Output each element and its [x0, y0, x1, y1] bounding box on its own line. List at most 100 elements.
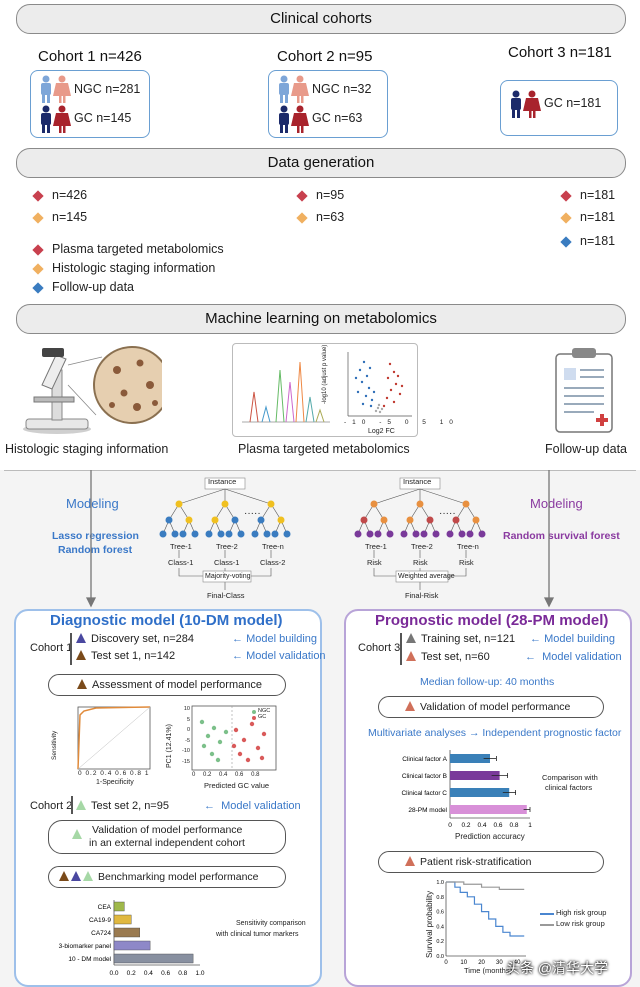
- rsf-tree2: Tree-2: [411, 542, 433, 551]
- training-set-label: Training set, n=121: [421, 633, 516, 645]
- prognostic-panel: [344, 609, 632, 987]
- c2-metab-n: n=95: [316, 188, 345, 202]
- rf-tree2: Tree-2: [216, 542, 238, 551]
- c3-staging-diamond: [560, 212, 572, 224]
- volcano-tick: 0: [404, 419, 415, 426]
- c2-ngc-label: NGC n=32: [312, 82, 372, 96]
- rsf-aggregation: Weighted average: [398, 573, 455, 580]
- acc-caption-1: Comparison with: [542, 773, 598, 782]
- volcano-xticks: -10 -5 0 5 10: [344, 419, 459, 426]
- c3-metabolomics-diamond: [560, 190, 572, 202]
- surv-xtick: 10: [460, 960, 467, 966]
- c1-metabolomics-diamond: [32, 190, 44, 202]
- triangle-icon: [77, 679, 87, 689]
- discovery-set: Discovery set, n=284: [76, 633, 194, 645]
- pca-ytick: -15: [182, 758, 190, 765]
- pca-chart: [191, 705, 277, 771]
- surv-xlabel: Time (months): [464, 966, 513, 975]
- rsf-instance-label: Instance: [403, 477, 432, 486]
- rsf-dots: ·····: [439, 508, 456, 519]
- clipboard-icon: [555, 348, 613, 433]
- model-validation-2: ← Model validation: [204, 800, 301, 812]
- triangle-icon: [59, 871, 69, 881]
- acc-xtick: 0.4: [477, 822, 486, 829]
- rf-label: Random forest: [58, 544, 133, 556]
- acc-xtick: 0.8: [509, 822, 518, 829]
- modeling-left-heading: Modeling: [66, 496, 119, 511]
- bench-bar: [113, 940, 151, 951]
- multivariate-label: Multivariate analyses: [368, 727, 467, 739]
- volcano-xlabel: Log2 FC: [368, 428, 395, 435]
- bench-xtick: 0.6: [161, 970, 170, 977]
- pca-xlabel: Predicted GC value: [204, 781, 270, 790]
- legend-staging-diamond: [32, 263, 44, 275]
- c1-ngc-label: NGC n=281: [74, 82, 141, 96]
- pca-legend-ngc: NGC: [258, 708, 271, 714]
- prog-validation-label: Validation of model performance: [420, 701, 571, 713]
- c3-followup-n: n=181: [580, 234, 616, 248]
- surv-xtick: 20: [478, 960, 485, 966]
- cohort1-bracket: [70, 633, 72, 665]
- pca-xtick: 0: [192, 772, 196, 778]
- roc-xticks: 0 0.2 0.4 0.6 0.8 1: [78, 770, 150, 777]
- external-validation-line1: Validation of model performance: [92, 824, 243, 836]
- machine-learning-banner: Machine learning on metabolomics: [16, 304, 626, 334]
- multivariate-row: Multivariate analyses → Independent prog…: [368, 727, 622, 739]
- surv-ytick: 0.6: [436, 910, 444, 916]
- triangle-icon: [72, 829, 82, 839]
- microscope-icon: [23, 346, 162, 434]
- rf-out2: Class-1: [214, 558, 240, 567]
- acc-bar: [450, 805, 527, 814]
- triangle-icon: [76, 800, 86, 810]
- c2-gc-label: GC n=63: [312, 111, 363, 125]
- plasma-caption: Plasma targeted metabolomics: [238, 442, 410, 456]
- chromatogram-graphic: [242, 361, 330, 423]
- rf-aggregation: Majority-voting: [205, 573, 251, 580]
- acc-category-label: Clinical factor C: [401, 790, 447, 797]
- pca-xticks: 0 0.2 0.4 0.6 0.8: [192, 772, 259, 778]
- bench-xtick: 1.0: [195, 970, 204, 977]
- diagnostic-panel: [14, 609, 322, 987]
- model-validation-3-label: Model validation: [542, 651, 622, 663]
- c2-metabolomics-diamond: [296, 190, 308, 202]
- model-building-3: ← Model building: [530, 633, 615, 645]
- external-validation-line2: in an external independent cohort: [89, 837, 245, 849]
- bench-xtick: 0.8: [178, 970, 187, 977]
- legend-metabolomics: Plasma targeted metabolomics: [52, 242, 224, 256]
- cohort2-bracket: [71, 796, 73, 814]
- model-building-label: Model building: [246, 633, 317, 645]
- benchmark-pill: Benchmarking model performance: [48, 866, 286, 888]
- bench-xtick: 0.4: [144, 970, 153, 977]
- data-generation-banner: Data generation: [16, 148, 626, 178]
- surv-ytick: 0.0: [436, 954, 444, 960]
- c3-followup-diamond: [560, 236, 572, 248]
- rsf-treen: Tree-n: [457, 542, 479, 551]
- model-building-3-label: Model building: [544, 633, 615, 645]
- surv-legend-high: High risk group: [556, 908, 607, 917]
- pca-yticks: 10 5 0 -5 -10 -15: [174, 704, 190, 767]
- acc-xtick: 0.2: [461, 822, 470, 829]
- bench-category-label: 10 - DM model: [68, 956, 111, 963]
- pca-xtick: 0.8: [251, 772, 260, 778]
- surv-ytick: 0.8: [436, 895, 444, 901]
- volcano-tick: -5: [379, 419, 397, 426]
- cohort2-label: Cohort 2: [30, 800, 73, 812]
- surv-legend-low-swatch: [540, 924, 554, 926]
- test-set-3: Test set, n=60: [406, 651, 490, 663]
- triangle-icon: [406, 651, 416, 661]
- training-set: Training set, n=121: [406, 633, 515, 645]
- roc-tick: 0.4: [100, 770, 113, 777]
- rsf-out2: Risk: [413, 558, 428, 567]
- rf-tree1: Tree-1: [170, 542, 192, 551]
- benchmark-label: Benchmarking model performance: [98, 871, 259, 883]
- diagnostic-title: Diagnostic model (10-DM model): [50, 612, 283, 629]
- triangle-icon: [83, 871, 93, 881]
- surv-xtick: 40: [514, 960, 521, 966]
- metabolomics-frame: [232, 343, 418, 437]
- volcano-tick: -10: [344, 419, 372, 426]
- legend-followup: Follow-up data: [52, 280, 134, 294]
- model-validation-2-label: Model validation: [221, 800, 301, 812]
- c1-gc-label: GC n=145: [74, 111, 132, 125]
- test-set-2: Test set 2, n=95: [76, 800, 169, 812]
- bench-category-label: 3-biomarker panel: [59, 943, 112, 950]
